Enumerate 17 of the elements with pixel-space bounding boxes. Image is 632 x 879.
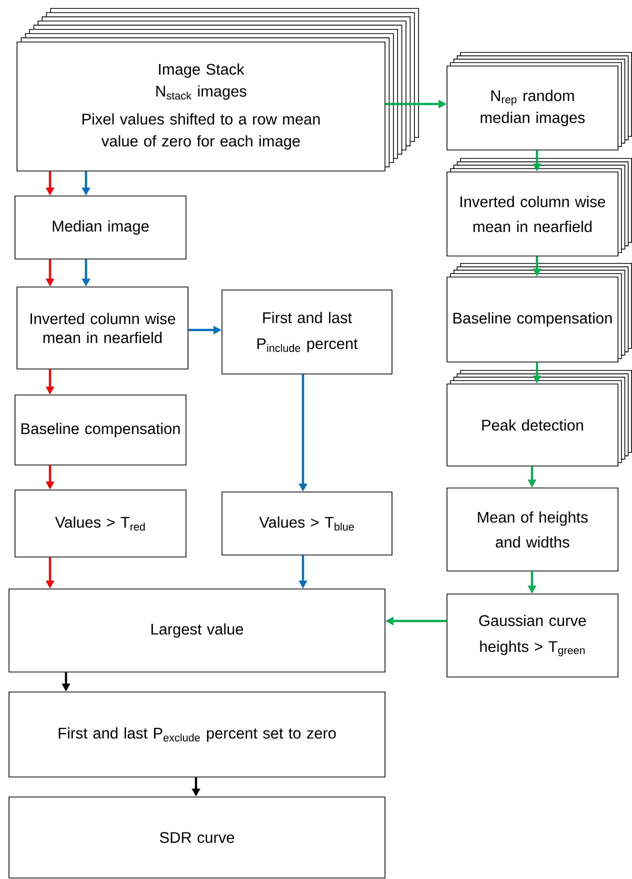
stacked-process-box: N$_{rep}$ random median images: [446, 52, 632, 150]
process-box: Gaussian curve heights > T$_{green}$: [446, 594, 618, 678]
process-box: Baseline compensation: [14, 394, 186, 466]
process-box: Largest value: [8, 588, 386, 672]
process-box: Values > T$_{red}$: [14, 490, 186, 558]
process-box: First and last P$_{exclude}$ percent set to zero: [8, 692, 386, 778]
process-box: Median image: [14, 196, 186, 260]
stacked-process-box: Peak detection: [446, 370, 632, 466]
stacked-process-box: Image Stack N$_{stack}$ images Pixel values shifted to a row mean value of zero for each image: [16, 8, 419, 172]
process-box: Values > T$_{blue}$: [222, 492, 392, 556]
stacked-process-box: Baseline compensation: [446, 263, 632, 362]
process-box: SDR curve: [8, 796, 386, 878]
process-box: Inverted column wise mean in nearfield: [16, 286, 188, 370]
process-box: First and last P$_{include}$ percent: [222, 290, 392, 374]
process-box: Mean of heights and widths: [446, 488, 618, 572]
stacked-process-box: Inverted column wise mean in nearfield: [446, 158, 632, 256]
node-label: value of zero for each image: [101, 135, 300, 150]
